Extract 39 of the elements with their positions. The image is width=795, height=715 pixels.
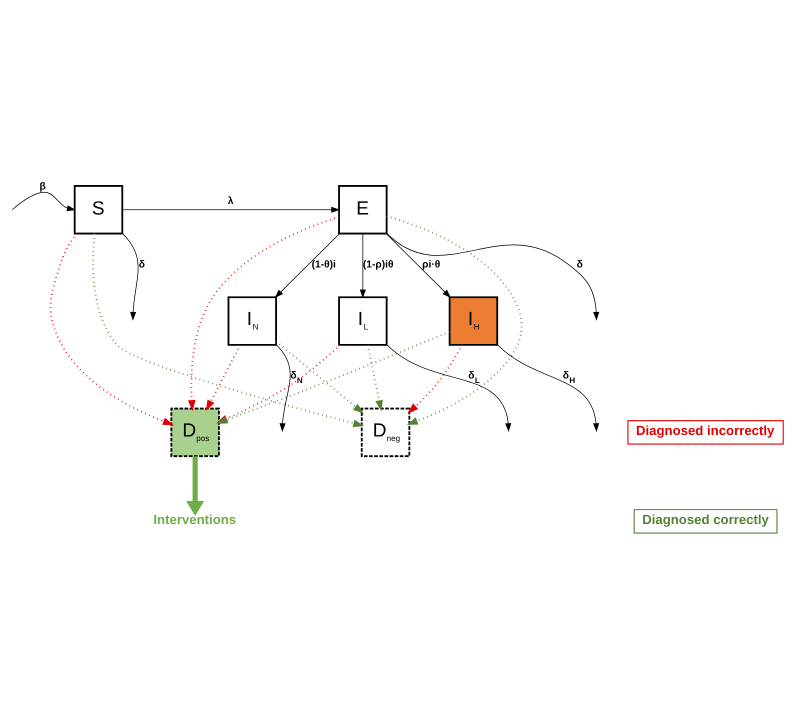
- node-box: I$_{N}$: [228, 296, 277, 346]
- arrow: [274, 233, 340, 298]
- arrow: [188, 216, 340, 412]
- node-box: S: [74, 185, 124, 234]
- arrow: [92, 234, 364, 428]
- arrow: [366, 344, 383, 412]
- node-text: Interventions: [153, 512, 236, 527]
- edge-label: δ: [138, 259, 145, 270]
- edge-label: ρi·θ: [422, 259, 440, 270]
- node-box: D$_{pos}$: [170, 408, 220, 458]
- edge-label: δ$_{H}$: [562, 370, 576, 386]
- arrow: [186, 456, 204, 516]
- arrow: [206, 344, 241, 412]
- node-box: E: [338, 185, 388, 234]
- node-box: D$_{neg}$: [360, 408, 410, 458]
- arrow: [122, 206, 340, 213]
- arrow: [276, 340, 364, 414]
- arrow: [276, 344, 291, 432]
- arrow: [497, 344, 600, 432]
- edge-label: δ$_{N}$: [290, 370, 303, 386]
- node-box: I$_{L}$: [338, 296, 388, 346]
- arrow: [386, 215, 522, 425]
- edge-label: β: [40, 181, 46, 192]
- arrow: [122, 233, 138, 321]
- arrow: [386, 344, 512, 432]
- edge-label: (1-θ)i: [312, 259, 336, 270]
- legend-label: Diagnosed correctly: [642, 512, 769, 527]
- arrow: [360, 233, 366, 298]
- node-box: I$_{H}$: [448, 296, 498, 346]
- edge-label: (1-ρ)iθ: [362, 259, 394, 270]
- edge-label: δ: [576, 259, 583, 270]
- arrow: [386, 233, 451, 298]
- arrow: [408, 344, 463, 414]
- edge-label: δ$_{L}$: [468, 370, 480, 386]
- arrow: [50, 233, 174, 426]
- legend-label: Diagnosed incorrectly: [636, 422, 774, 438]
- arrow: [12, 192, 76, 212]
- arrow: [386, 233, 600, 321]
- edge-label: λ: [228, 196, 234, 208]
